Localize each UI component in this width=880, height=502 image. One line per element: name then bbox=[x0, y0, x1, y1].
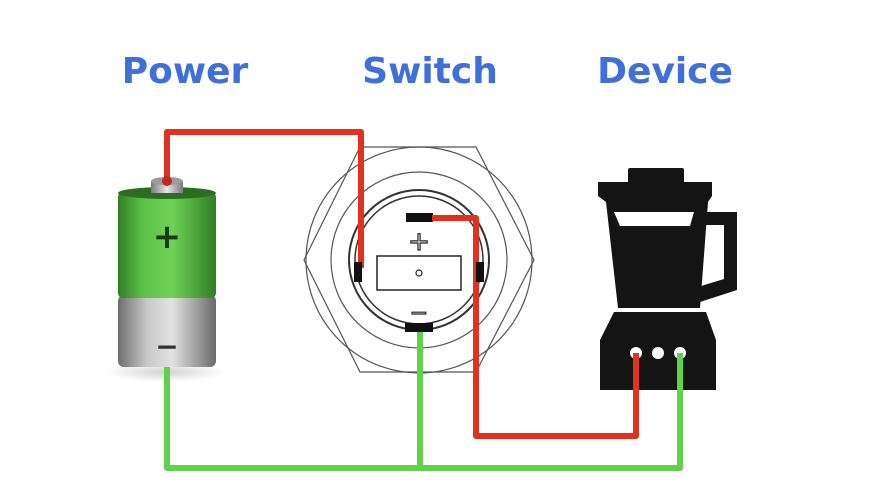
blender-jar-highlight bbox=[614, 212, 694, 226]
device-power-button bbox=[652, 347, 664, 359]
switch-positive-symbol: + bbox=[408, 227, 430, 257]
switch-terminal-top-cap bbox=[406, 213, 432, 222]
wire-switch-to-device bbox=[412, 215, 639, 439]
battery-negative-symbol: − bbox=[155, 330, 178, 363]
battery: + − bbox=[106, 177, 226, 382]
switch-terminal-bottom-cap bbox=[405, 323, 433, 332]
switch-terminal-right-cap bbox=[476, 262, 484, 282]
switch-label: Switch bbox=[362, 51, 498, 92]
wire-battery-positive-to-switch bbox=[164, 129, 364, 268]
switch-terminal-left-cap bbox=[354, 262, 362, 282]
wires bbox=[164, 129, 683, 471]
switch-indicator-window bbox=[376, 255, 462, 291]
switch-negative-symbol: − bbox=[410, 301, 428, 326]
device-blender bbox=[598, 168, 737, 390]
power-label: Power bbox=[121, 51, 249, 92]
device-label: Device bbox=[597, 51, 733, 92]
blender-lid bbox=[628, 168, 684, 184]
switch-center-dot bbox=[415, 269, 423, 277]
battery-positive-contact bbox=[162, 176, 172, 186]
battery-body-negative bbox=[118, 295, 216, 367]
wire-negative-return bbox=[164, 353, 683, 471]
terminal-caps bbox=[162, 176, 484, 332]
battery-body-positive bbox=[118, 192, 216, 298]
blender-jar bbox=[598, 182, 712, 308]
blender-handle bbox=[700, 212, 737, 302]
battery-positive-symbol: + bbox=[153, 217, 182, 257]
